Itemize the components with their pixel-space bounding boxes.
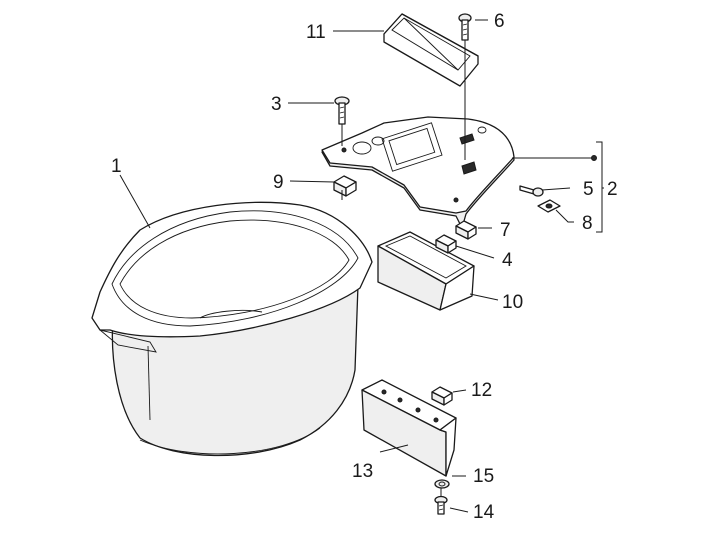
pad-cover — [383, 13, 479, 87]
clip-12 — [431, 386, 453, 406]
clip-9 — [333, 175, 357, 197]
callout-10: 10 — [502, 292, 523, 313]
callout-5: 5 — [583, 179, 594, 200]
cover-plate — [321, 116, 515, 229]
leader-lines — [119, 19, 604, 513]
callout-12: 12 — [471, 380, 492, 401]
callout-15: 15 — [473, 466, 494, 487]
washer-15 — [434, 479, 450, 489]
callout-13: 13 — [352, 461, 373, 482]
callout-3: 3 — [271, 94, 282, 115]
screw-6 — [458, 13, 472, 41]
assembly-axes — [341, 40, 466, 496]
grommet-8 — [537, 199, 561, 213]
pin-5 — [519, 185, 544, 197]
bracket — [361, 379, 457, 477]
callout-11: 11 — [306, 22, 326, 43]
callout-labels: 1 2 3 4 5 6 7 8 9 10 11 12 13 14 15 — [111, 11, 618, 523]
clip-4 — [435, 234, 457, 254]
callout-14: 14 — [473, 502, 495, 523]
clip-7 — [455, 220, 477, 240]
storage-tray — [377, 231, 475, 311]
callout-9: 9 — [273, 172, 284, 193]
callout-7: 7 — [500, 220, 511, 241]
callout-8: 8 — [582, 213, 593, 234]
screw-14 — [434, 495, 448, 515]
callout-2: 2 — [607, 179, 618, 200]
screw-3 — [334, 96, 350, 125]
helmet-compartment-bucket — [91, 201, 373, 457]
callout-6: 6 — [494, 11, 505, 32]
callout-1: 1 — [111, 156, 122, 177]
callout-4: 4 — [502, 250, 513, 271]
